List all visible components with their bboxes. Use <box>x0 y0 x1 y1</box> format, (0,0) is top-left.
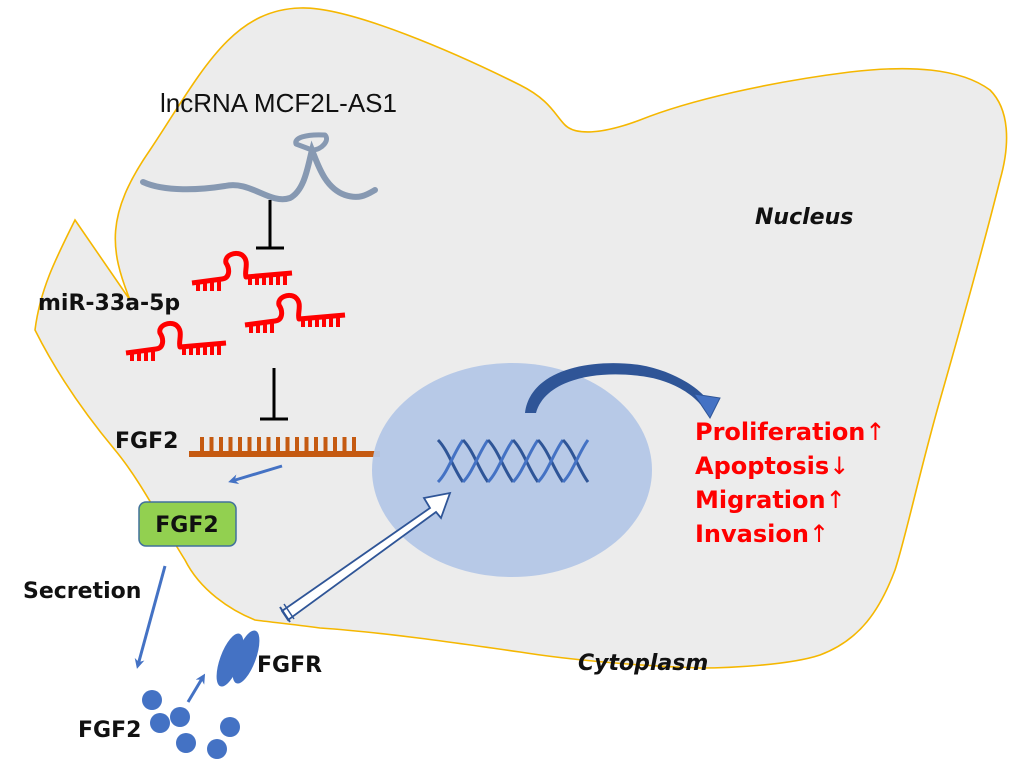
fgfr-label: FGFR <box>257 653 322 678</box>
mirna-group <box>125 250 346 361</box>
outcome-item: Invasion↑ <box>695 520 829 548</box>
mirna-hairpin-icon <box>125 320 227 361</box>
fgf2-molecule-icon <box>170 707 190 727</box>
fgf2-molecule-icon <box>207 739 227 759</box>
cell-membrane <box>34 7 1008 669</box>
translation-arrow <box>228 464 283 485</box>
fgf2-protein-label: FGF2 <box>155 513 218 538</box>
fgf2-molecules <box>142 690 240 759</box>
nucleus <box>372 363 652 577</box>
fgfr-receptor-icon <box>216 630 260 687</box>
inhibition-lncrna-to-mirna <box>256 200 284 250</box>
cytoplasm-label: Cytoplasm <box>578 651 708 676</box>
fgf2-molecule-icon <box>142 690 162 710</box>
binding-arrow <box>186 673 206 703</box>
mirna-label: miR-33a-5p <box>38 291 180 316</box>
fgf2-mrna-icon <box>189 437 380 457</box>
dna-helix-icon <box>436 438 590 484</box>
lncrna-label: lncRNA MCF2L-AS1 <box>160 88 397 118</box>
fgf2-molecule-icon <box>176 733 196 753</box>
secretion-arrow <box>134 565 167 669</box>
outcome-item: Apoptosis↓ <box>695 452 849 480</box>
fgf2-mrna-label: FGF2 <box>115 429 178 454</box>
outcome-item: Migration↑ <box>695 486 846 514</box>
mirna-hairpin-icon <box>244 292 346 333</box>
secretion-label: Secretion <box>23 579 141 604</box>
nucleus-label: Nucleus <box>755 205 853 230</box>
fgf2-protein-box: FGF2 <box>138 501 237 547</box>
outcome-item: Proliferation↑ <box>695 418 886 446</box>
fgf2-molecule-icon <box>220 717 240 737</box>
extracellular-fgf2-label: FGF2 <box>78 718 141 743</box>
outcomes-list: Proliferation↑ Apoptosis↓ Migration↑ Inv… <box>695 418 886 548</box>
lncrna-strand-icon <box>140 132 378 203</box>
fgf2-molecule-icon <box>150 713 170 733</box>
mirna-hairpin-icon <box>191 250 293 291</box>
regulation-curved-arrow <box>525 363 721 419</box>
inhibition-mirna-to-fgf2 <box>260 368 288 421</box>
signaling-arrow <box>279 491 452 623</box>
